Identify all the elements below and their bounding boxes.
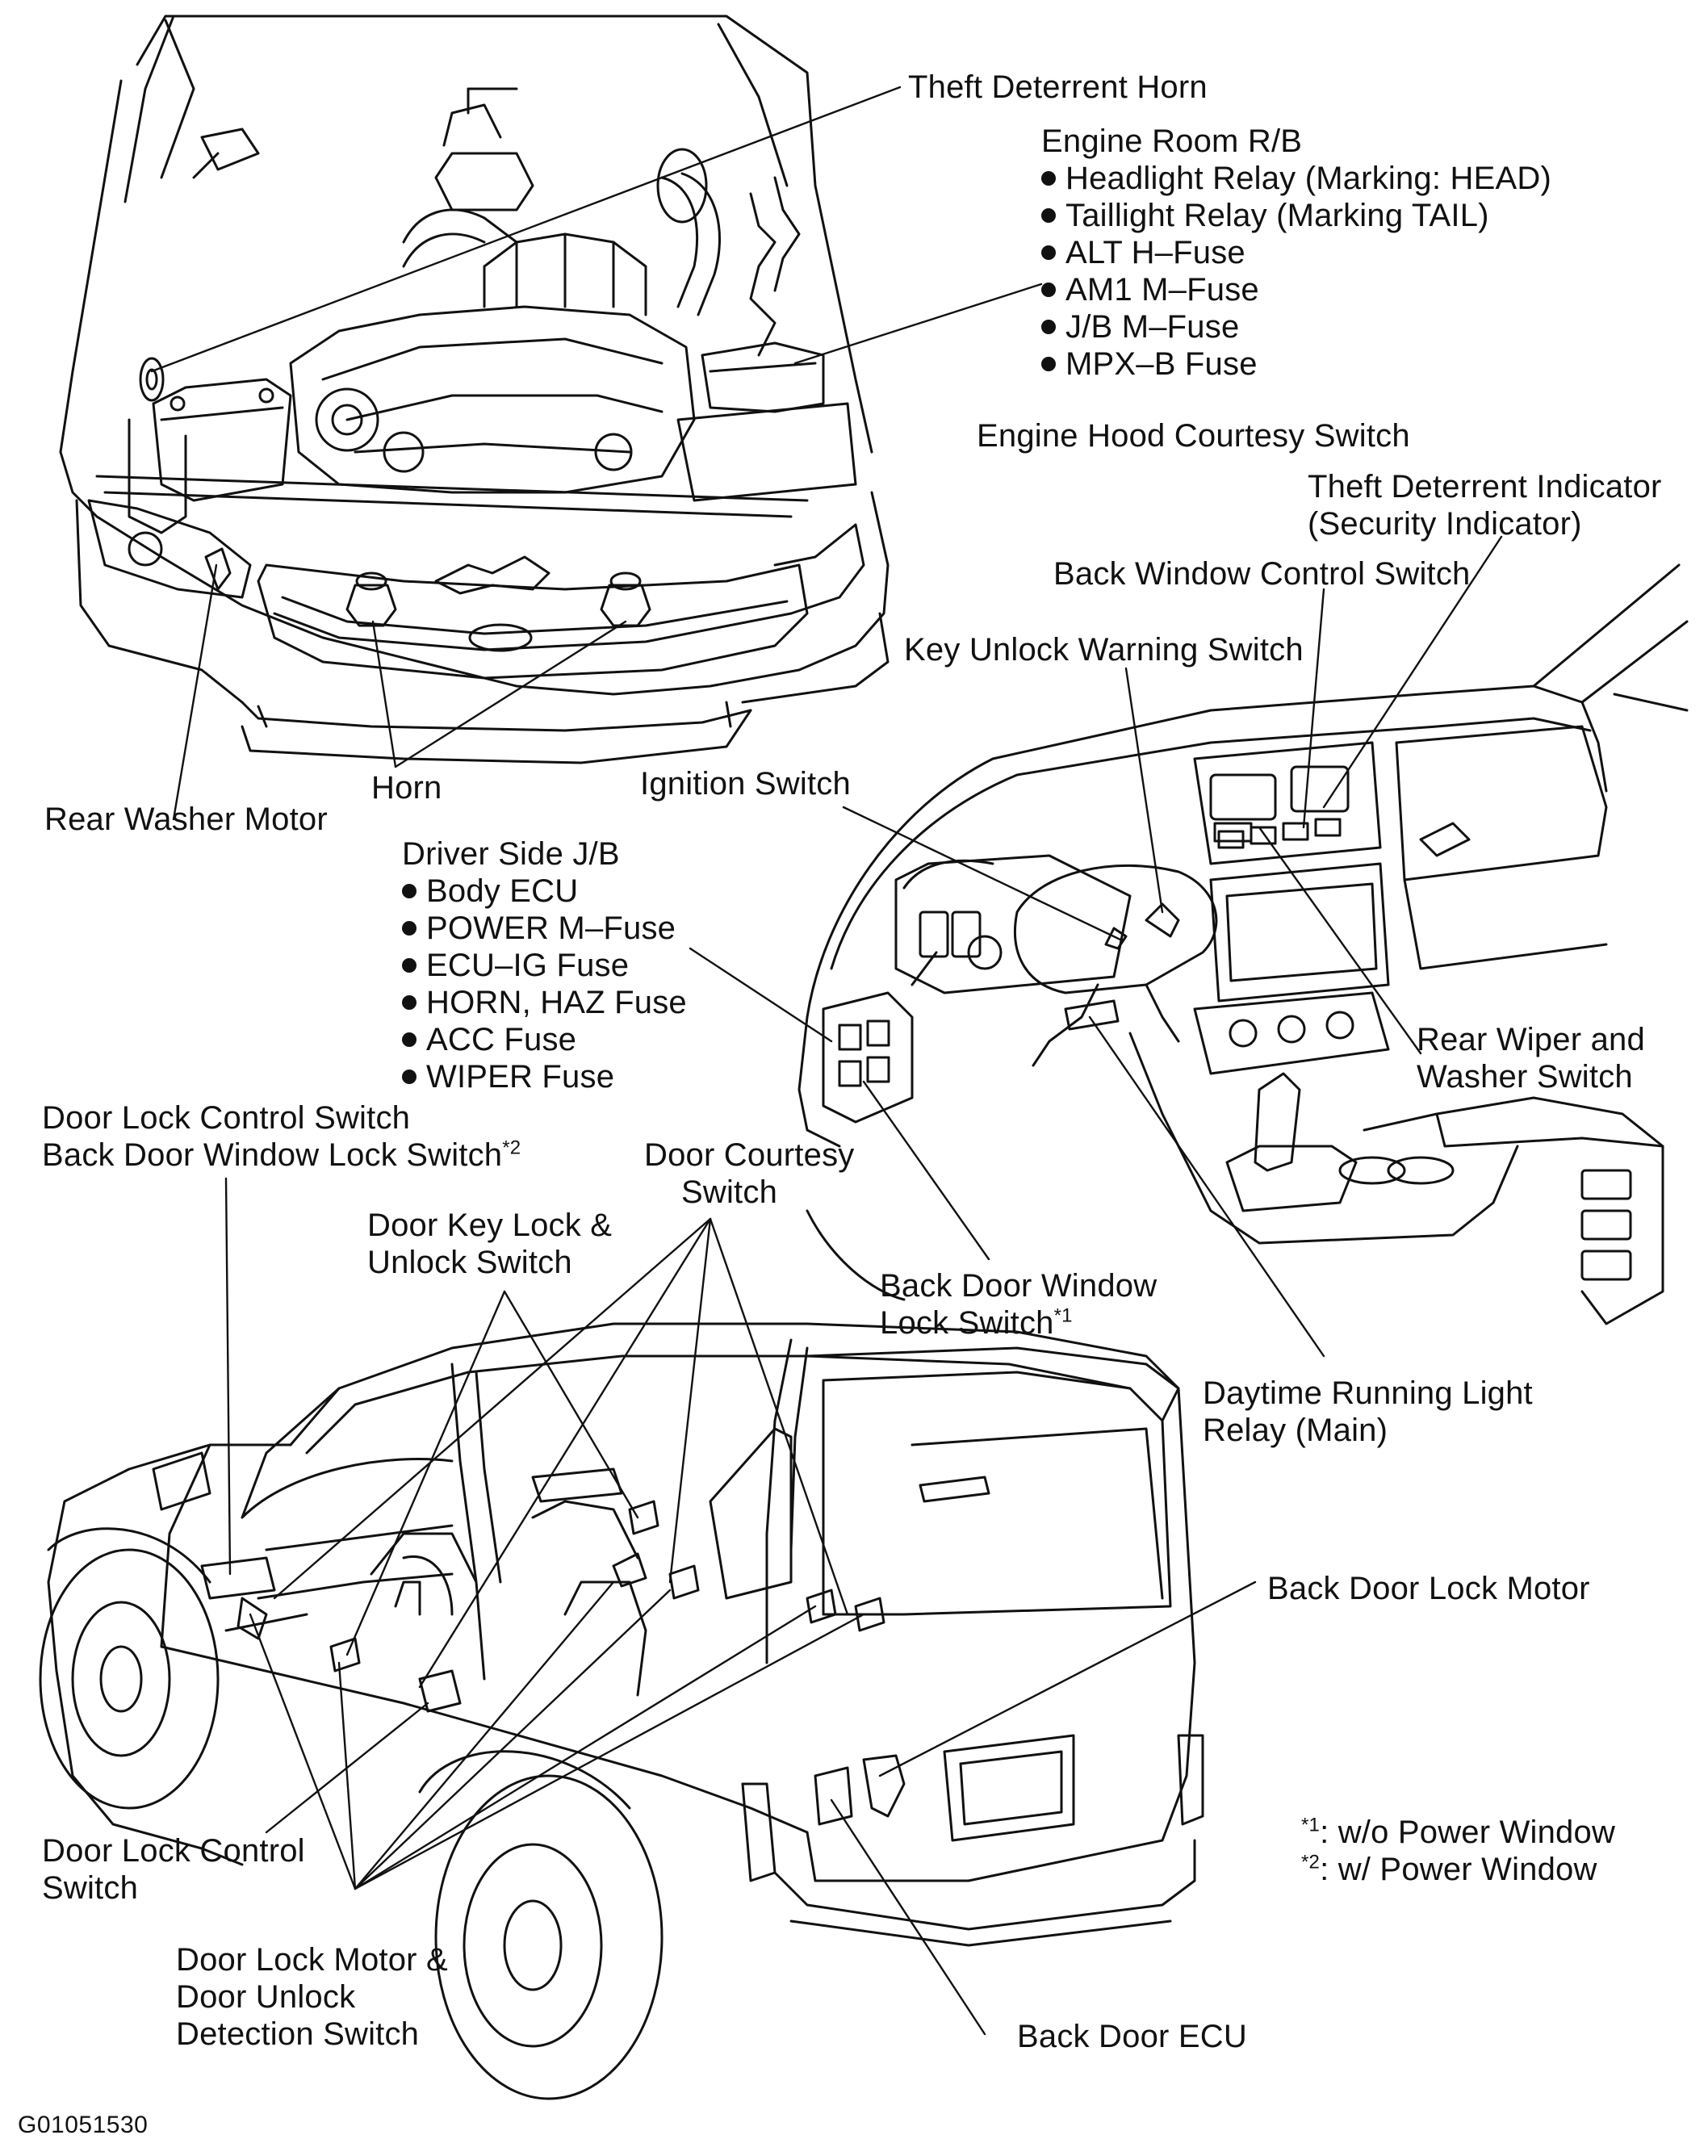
driver-jb-item: Body ECU: [402, 873, 687, 910]
driver-jb-box-shape: [822, 991, 914, 1124]
footnote-2: *2: w/ Power Window: [1301, 1851, 1597, 1887]
label-footnotes: *1: w/o Power Window *2: w/ Power Window: [1301, 1814, 1615, 1888]
label-ignition-switch: Ignition Switch: [640, 766, 851, 802]
label-engine-room-rb: Engine Room R/B Headlight Relay (Marking…: [1041, 123, 1551, 383]
driver-jb-item: POWER M–Fuse: [402, 910, 687, 947]
figure-code: G01051530: [18, 2112, 149, 2138]
label-back-door-ecu: Back Door ECU: [1017, 2019, 1247, 2054]
label-horn: Horn: [371, 770, 442, 806]
label-door-lock-control-switch-top: Door Lock Control Switch Back Door Windo…: [42, 1100, 521, 1173]
driver-jb-item: WIPER Fuse: [402, 1058, 687, 1095]
driver-jb-item: ACC Fuse: [402, 1021, 687, 1058]
label-driver-side-jb: Driver Side J/B Body ECU POWER M–Fuse EC…: [402, 835, 687, 1095]
label-drl-relay: Daytime Running Light Relay (Main): [1203, 1375, 1533, 1448]
label-back-window-control-switch: Back Window Control Switch: [1053, 556, 1471, 592]
engine-rb-item: Taillight Relay (Marking TAIL): [1041, 197, 1551, 234]
label-theft-deterrent-horn: Theft Deterrent Horn: [908, 69, 1208, 105]
engine-rb-title: Engine Room R/B: [1041, 123, 1303, 159]
dashboard-illustration: [797, 563, 1689, 1325]
engine-rb-item: J/B M–Fuse: [1041, 308, 1551, 345]
label-theft-deterrent-indicator: Theft Deterrent Indicator (Security Indi…: [1308, 469, 1662, 542]
engine-rb-item: Headlight Relay (Marking: HEAD): [1041, 160, 1551, 197]
horn-right-shape: [600, 571, 651, 627]
label-engine-hood-courtesy-switch: Engine Hood Courtesy Switch: [977, 418, 1410, 454]
leader-lines: [150, 86, 1503, 2036]
driver-jb-item: ECU–IG Fuse: [402, 947, 687, 984]
label-rear-wiper-washer-switch: Rear Wiper and Washer Switch: [1417, 1022, 1645, 1095]
label-back-door-window-lock-switch: Back Door Window Lock Switch*1: [880, 1268, 1158, 1341]
label-door-key-lock-unlock-switch: Door Key Lock & Unlock Switch: [367, 1208, 613, 1280]
label-door-lock-control-switch-bottom: Door Lock Control Switch: [42, 1833, 305, 1906]
engine-bay-illustration: [59, 15, 890, 764]
vehicle-body-illustration: [39, 1322, 1204, 2100]
engine-rb-item: AM1 M–Fuse: [1041, 271, 1551, 308]
driver-jb-title: Driver Side J/B: [402, 836, 620, 872]
footnote-1: *1: w/o Power Window: [1301, 1814, 1616, 1850]
label-key-unlock-warning-switch: Key Unlock Warning Switch: [904, 632, 1304, 668]
label-door-courtesy-switch: Door Courtesy Switch: [644, 1137, 855, 1210]
engine-rb-item: MPX–B Fuse: [1041, 345, 1551, 383]
label-door-lock-motor: Door Lock Motor & Door Unlock Detection …: [176, 1942, 448, 2052]
label-rear-washer-motor: Rear Washer Motor: [44, 802, 328, 837]
label-back-door-lock-motor: Back Door Lock Motor: [1267, 1571, 1590, 1606]
driver-jb-item: HORN, HAZ Fuse: [402, 984, 687, 1021]
horn-left-shape: [345, 571, 397, 627]
engine-rb-item: ALT H–Fuse: [1041, 234, 1551, 271]
